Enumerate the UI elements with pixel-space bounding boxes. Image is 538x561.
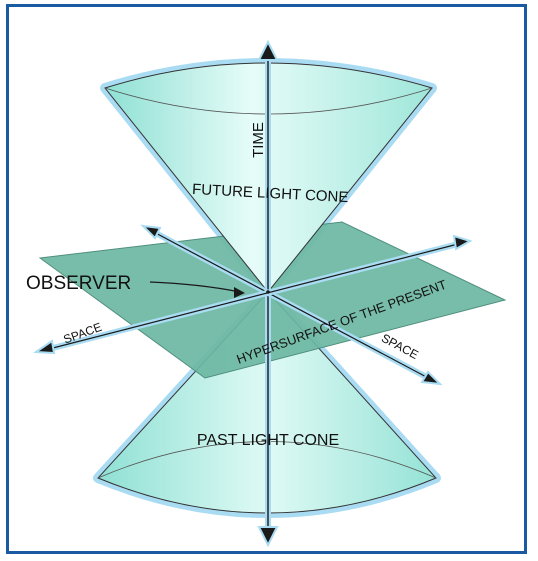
observer-point — [266, 290, 270, 294]
time-arrow-up-icon — [259, 42, 277, 60]
space-arrow-lower-left-icon — [36, 341, 54, 353]
space-arrow-upper-right-icon — [454, 236, 470, 249]
past-cone-label: PAST LIGHT CONE — [197, 432, 339, 449]
time-arrow-down-icon — [259, 527, 277, 545]
observer-label: OBSERVER — [26, 273, 131, 294]
time-label: TIME — [250, 122, 267, 158]
